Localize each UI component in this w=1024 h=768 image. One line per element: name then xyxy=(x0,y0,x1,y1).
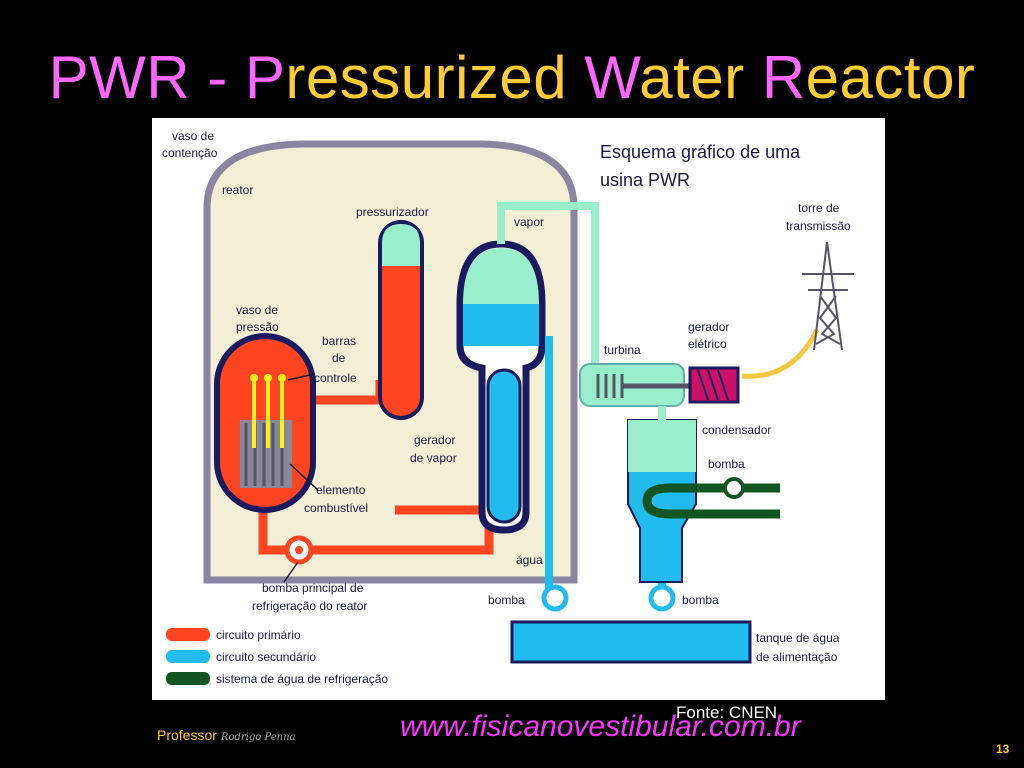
feed-pump-left xyxy=(541,584,569,612)
pressurizer-steam xyxy=(382,224,420,266)
page-number: 13 xyxy=(996,742,1010,756)
label-bomba-principal: bomba principal de xyxy=(262,581,364,595)
source-credit: Fonte: CNEN xyxy=(676,703,778,722)
cooling-loop xyxy=(642,483,780,519)
label-bomba-cond: bomba xyxy=(708,457,745,471)
title-part: PWR - xyxy=(48,44,245,111)
label-condensador: condensador xyxy=(702,423,771,437)
legend-swatch-cooling xyxy=(166,672,210,685)
label-bomba-principal: refrigeração do reator xyxy=(252,599,367,613)
pwr-diagram: Esquema gráfico de uma usina PWR vaso de… xyxy=(152,118,885,700)
label-vaso-pressao: pressão xyxy=(236,320,279,334)
feed-pump-right xyxy=(648,584,676,612)
label-torre: transmissão xyxy=(786,219,851,233)
label-gerador-eletrico: elétrico xyxy=(688,337,727,351)
website-link[interactable]: www.fisicanovestibular.com.br xyxy=(400,710,801,743)
transmission-tower xyxy=(802,241,854,351)
label-bomba-left: bomba xyxy=(488,593,525,607)
label-pressurizador: pressurizador xyxy=(356,205,429,219)
diagram-heading: usina PWR xyxy=(600,170,690,190)
label-elemento: combustível xyxy=(304,501,368,515)
condenser-steam xyxy=(628,420,696,472)
generator-hatch xyxy=(697,369,729,401)
steam-generator-tubes xyxy=(486,368,522,524)
legend-swatch-secondary xyxy=(166,650,210,663)
label-reator: reator xyxy=(222,183,253,197)
title-part: W xyxy=(584,44,640,111)
footer-label: Professor xyxy=(157,727,217,743)
cooling-pump xyxy=(723,477,745,499)
label-vapor: vapor xyxy=(514,215,544,229)
title-part: ater xyxy=(639,44,762,111)
control-rod-head xyxy=(250,374,258,382)
power-cable xyxy=(741,328,820,379)
pump-center xyxy=(295,546,303,554)
label-gerador-eletrico: gerador xyxy=(688,320,729,334)
pressurizer xyxy=(378,220,424,420)
control-rod-head xyxy=(264,374,272,382)
label-barras: barras xyxy=(322,334,356,348)
title-part: ressurized xyxy=(285,44,585,111)
title-part: eactor xyxy=(805,44,976,111)
label-barras: controle xyxy=(314,371,357,385)
label-turbina: turbina xyxy=(604,343,641,357)
diagram-heading: Esquema gráfico de uma xyxy=(600,142,801,162)
legend-label-cooling: sistema de água de refrigeração xyxy=(216,672,388,686)
label-tanque: tanque de água xyxy=(756,631,840,645)
label-gerador-vapor: gerador xyxy=(414,433,455,447)
pointer-lines xyxy=(283,373,319,583)
title-part: R xyxy=(761,44,806,111)
label-vaso-pressao: vaso de xyxy=(236,303,278,317)
label-bomba-right: bomba xyxy=(682,593,719,607)
label-elemento: elemento xyxy=(316,483,366,497)
legend-label-secondary: circuito secundário xyxy=(216,650,316,664)
steam-generator-steam xyxy=(463,248,539,304)
legend-label-primary: circuito primário xyxy=(216,628,301,642)
steam-generator-water xyxy=(463,304,539,346)
label-vaso-contencao: contenção xyxy=(162,146,218,160)
title-part: P xyxy=(244,44,286,111)
author-signature: Rodrigo Penna xyxy=(220,732,296,743)
control-rod-head xyxy=(278,374,286,382)
label-barras: de xyxy=(332,351,346,365)
slide-title: PWR - Pressurized Water Reactor xyxy=(0,42,1024,114)
feedwater-tank xyxy=(510,620,752,664)
control-rods xyxy=(252,380,284,448)
label-agua: água xyxy=(516,553,543,567)
pwr-schematic: Esquema gráfico de uma usina PWR vaso de… xyxy=(162,129,854,686)
label-tanque: de alimentação xyxy=(756,650,838,664)
label-vaso-contencao: vaso de xyxy=(172,129,214,143)
legend-swatch-primary xyxy=(166,628,210,641)
label-gerador-vapor: de vapor xyxy=(410,451,457,465)
label-torre: torre de xyxy=(798,201,840,215)
